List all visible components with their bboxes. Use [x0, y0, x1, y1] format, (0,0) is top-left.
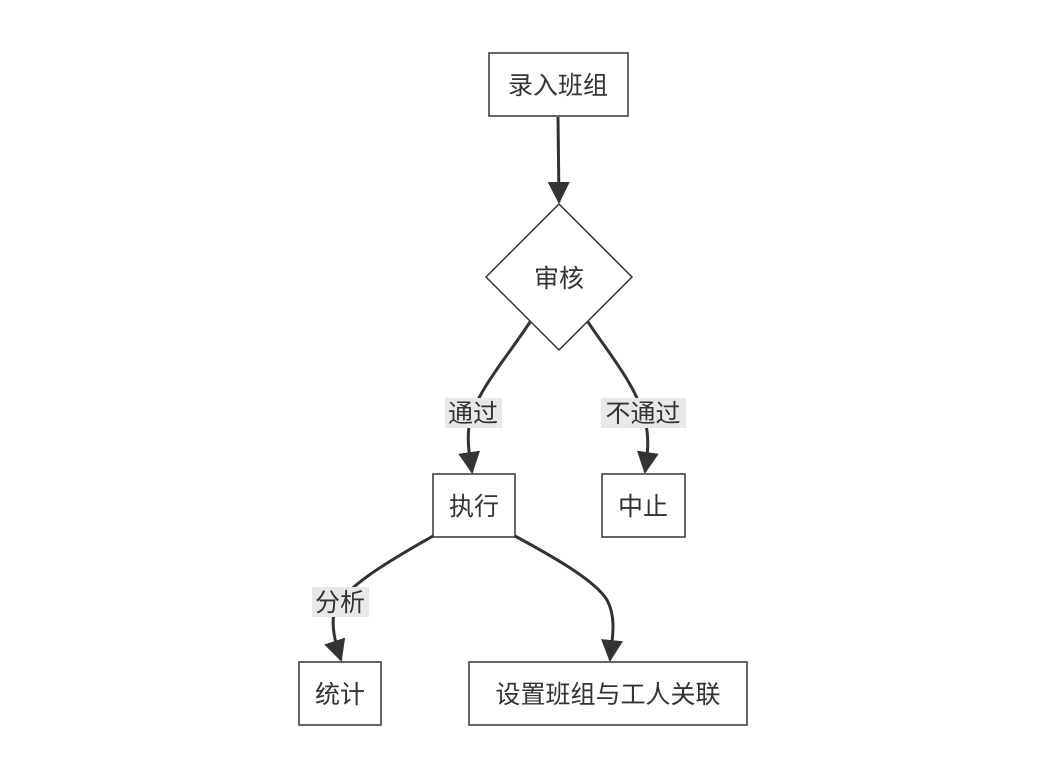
edge-label-analyze-bg — [312, 587, 369, 617]
edge-label-pass-bg — [445, 398, 502, 428]
edge-label-pass-text: 通过 — [448, 399, 498, 428]
node-stats: 统计 — [298, 661, 382, 726]
node-entry: 录入班组 — [488, 52, 629, 117]
edge-label-fail-text: 不通过 — [605, 399, 680, 428]
edge-entry-to-review — [547, 116, 570, 204]
node-stats-box — [298, 661, 382, 726]
node-stop: 中止 — [601, 473, 686, 538]
node-stop-label: 中止 — [618, 492, 668, 521]
node-review-label: 审核 — [534, 264, 584, 293]
node-entry-box — [488, 52, 629, 117]
node-stats-label: 统计 — [315, 680, 365, 709]
node-review: 审核 — [484, 202, 634, 352]
node-review-diamond — [484, 202, 634, 352]
edges — [324, 116, 659, 662]
edge-label-fail: 不通过 — [601, 398, 686, 428]
node-link-label: 设置班组与工人关联 — [495, 680, 720, 709]
edge-label-analyze: 分析 — [312, 587, 369, 617]
edge-label-fail-bg — [601, 398, 686, 428]
edge-label-pass: 通过 — [445, 398, 502, 428]
node-entry-label: 录入班组 — [508, 71, 608, 100]
node-execute-box — [432, 473, 516, 538]
edge-label-analyze-text: 分析 — [315, 588, 365, 617]
node-stop-box — [601, 473, 686, 538]
edge-review-to-stop — [586, 321, 659, 474]
node-link: 设置班组与工人关联 — [468, 661, 748, 726]
node-execute-label: 执行 — [449, 492, 499, 521]
node-link-box — [468, 661, 748, 726]
node-execute: 执行 — [432, 473, 516, 538]
edge-review-to-execute — [458, 321, 532, 474]
edge-execute-to-link — [514, 534, 623, 662]
